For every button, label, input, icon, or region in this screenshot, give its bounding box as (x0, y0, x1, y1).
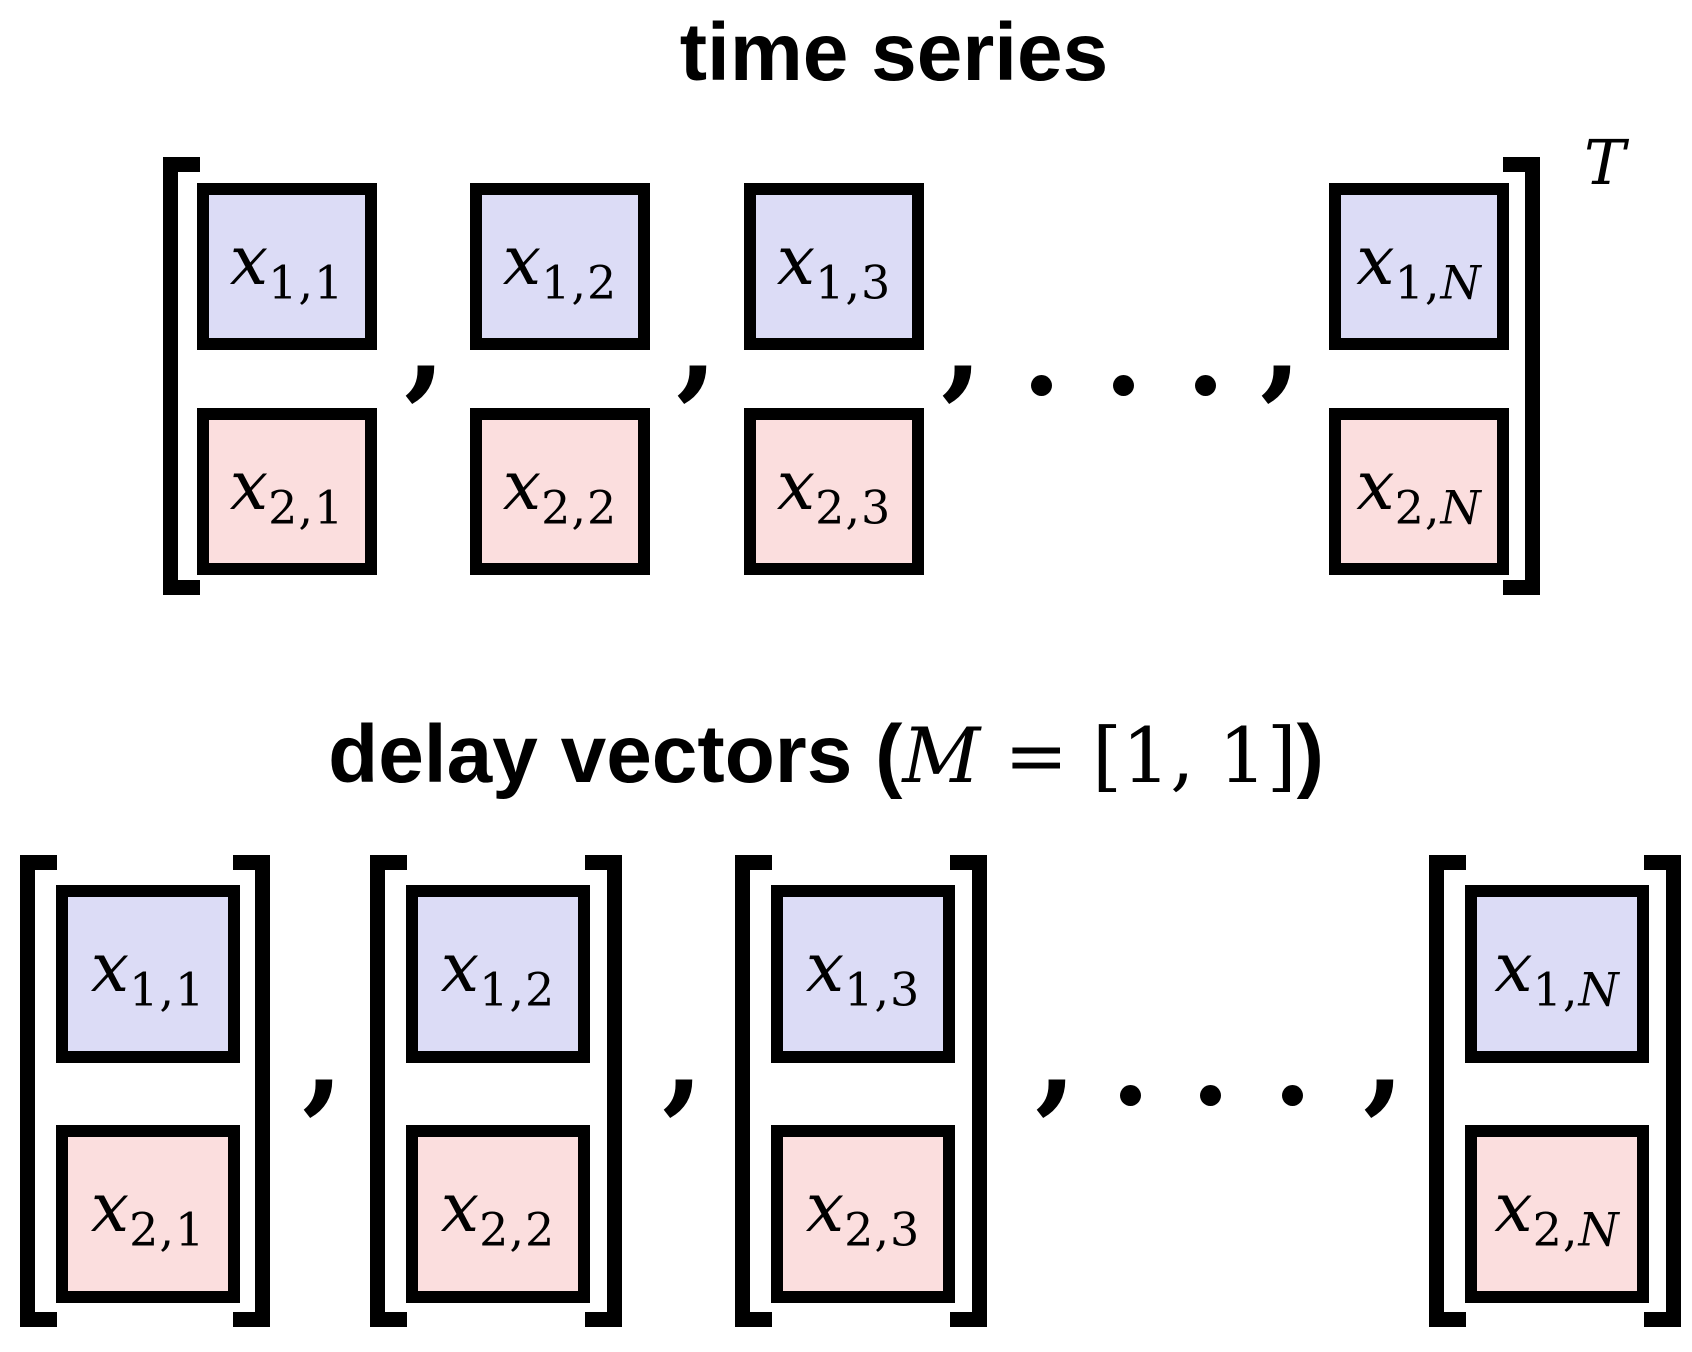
separator-comma: , (1363, 986, 1405, 1127)
cell-label: x1,2 (502, 221, 618, 310)
cell-label: x2,3 (776, 446, 892, 535)
cell-label: x1,N (1494, 929, 1620, 1017)
cell-label: x1,2 (440, 929, 556, 1017)
cdots-dot (1120, 1085, 1141, 1106)
vector1-open-bracket (20, 855, 57, 1327)
vector2-open-bracket (370, 855, 407, 1327)
matrix-open-bracket (163, 157, 200, 595)
cell-label: x2,1 (90, 1169, 206, 1257)
vector3-close-bracket (950, 855, 987, 1327)
vector1-close-bracket (233, 855, 270, 1327)
vector3-open-bracket (735, 855, 772, 1327)
cell-label: x2,N (1356, 446, 1482, 535)
embedding-variable: M (902, 711, 981, 800)
cell-label: x2,2 (502, 446, 618, 535)
cell-x-2-3: x2,3 (771, 1125, 955, 1303)
cell-label: x1,3 (805, 929, 921, 1017)
vectorN-close-bracket (1644, 855, 1681, 1327)
separator-comma: , (1260, 272, 1302, 413)
cdots-dot (1113, 375, 1134, 396)
cell-x-2-N: x2,N (1329, 408, 1509, 575)
separator-comma: , (302, 986, 344, 1127)
cell-x-1-2: x1,2 (406, 885, 590, 1063)
cdots-dot (1031, 375, 1052, 396)
cell-x-1-2: x1,2 (470, 183, 650, 350)
cell-label: x2,3 (805, 1169, 921, 1257)
vector2-close-bracket (585, 855, 622, 1327)
cell-x-2-2: x2,2 (470, 408, 650, 575)
cell-x-2-1: x2,1 (197, 408, 377, 575)
delay-vectors-title: delay vectors (M = [1, 1]) (328, 714, 1324, 796)
cdots-dot (1282, 1085, 1303, 1106)
delay-vectors-title-text: delay vectors (328, 709, 876, 800)
vectorN-open-bracket (1429, 855, 1466, 1327)
cell-x-2-1: x2,1 (56, 1125, 240, 1303)
cell-x-2-2: x2,2 (406, 1125, 590, 1303)
cdots-dot (1195, 375, 1216, 396)
cell-label: x1,3 (776, 221, 892, 310)
cell-x-1-1: x1,1 (197, 183, 377, 350)
close-paren: ) (1296, 709, 1324, 800)
separator-comma: , (676, 272, 718, 413)
embedding-equation: = [1, 1] (980, 711, 1297, 800)
transpose-superscript: T (1584, 126, 1626, 199)
cdots-dot (1200, 1085, 1221, 1106)
separator-comma: , (404, 272, 446, 413)
cell-label: x1,1 (229, 221, 345, 310)
cell-x-1-1: x1,1 (56, 885, 240, 1063)
cell-label: x1,N (1356, 221, 1482, 310)
cell-label: x2,1 (229, 446, 345, 535)
matrix-close-bracket (1503, 157, 1540, 595)
cell-label: x2,N (1494, 1169, 1620, 1257)
cell-x-2-3: x2,3 (744, 408, 924, 575)
separator-comma: , (1035, 986, 1077, 1127)
cell-label: x2,2 (440, 1169, 556, 1257)
time-series-title: time series (679, 7, 1109, 98)
cell-x-1-N: x1,N (1465, 885, 1649, 1063)
open-paren: ( (875, 709, 903, 800)
cell-x-1-3: x1,3 (771, 885, 955, 1063)
separator-comma: , (662, 986, 704, 1127)
cell-x-1-N: x1,N (1329, 183, 1509, 350)
separator-comma: , (941, 272, 983, 413)
cell-x-2-N: x2,N (1465, 1125, 1649, 1303)
cell-label: x1,1 (90, 929, 206, 1017)
cell-x-1-3: x1,3 (744, 183, 924, 350)
